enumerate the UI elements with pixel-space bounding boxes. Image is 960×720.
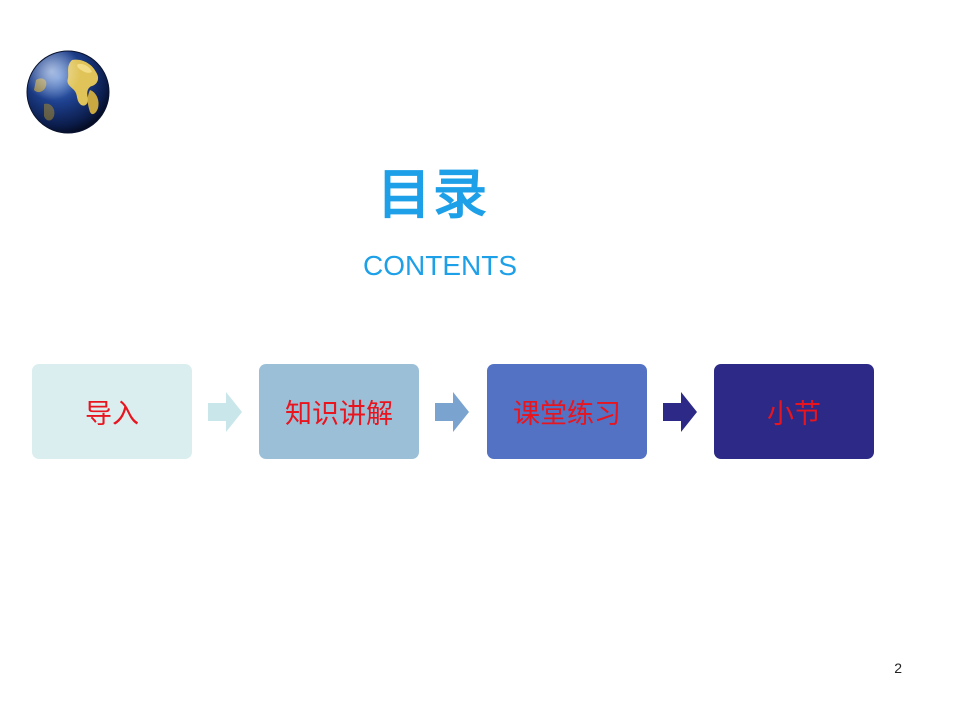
step-label: 课堂练习 [513, 399, 621, 430]
arrow-right-icon [208, 392, 242, 432]
globe-icon [26, 50, 110, 134]
step-label: 导入 [85, 399, 139, 430]
page-number: 2 [894, 660, 902, 676]
step-summary: 小节 [714, 364, 874, 459]
step-introduction: 导入 [32, 364, 192, 459]
step-knowledge: 知识讲解 [259, 364, 419, 459]
step-label: 知识讲解 [285, 399, 393, 430]
step-practice: 课堂练习 [487, 364, 647, 459]
step-label: 小节 [767, 399, 821, 430]
arrow-right-icon [663, 392, 697, 432]
page-subtitle: CONTENTS [363, 250, 517, 281]
arrow-right-icon [435, 392, 469, 432]
page-title: 目录 [377, 163, 489, 226]
